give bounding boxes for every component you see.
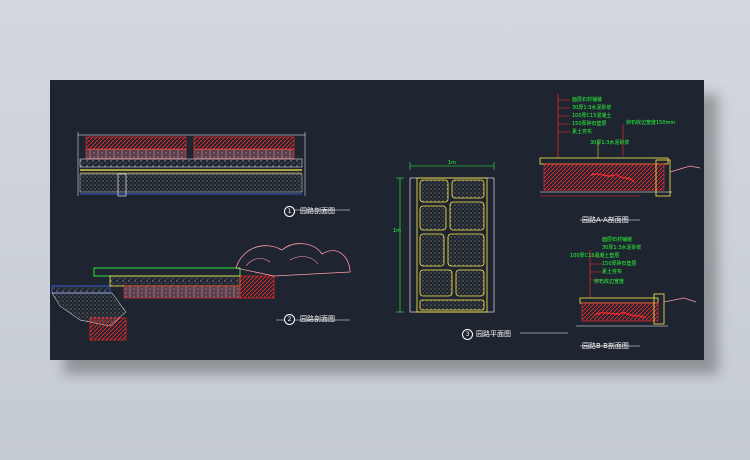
detail-bb-title: 园路B-B剖面图 [582, 342, 629, 350]
cad-drawing-svg [51, 94, 701, 347]
detail-1-number: 1 [284, 206, 295, 217]
detail-1-title: 园路剖面图 [300, 207, 335, 215]
aa-annotation-1: 面层石材铺装 [572, 97, 603, 103]
detail-aa-title: 园路A-A剖面图 [582, 216, 629, 224]
detail-bb-section [576, 250, 697, 347]
aa-annotation-5: 素土夯实 [572, 129, 593, 135]
bb-annotation-3: 100厚C15混凝土垫层 [570, 253, 620, 259]
detail-2-title: 园路剖面图 [300, 315, 335, 323]
bb-annotation-5: 素土夯实 [602, 269, 623, 275]
detail-1-section [77, 132, 350, 211]
detail-3-number: 3 [462, 329, 473, 340]
detail-2-number: 2 [284, 314, 295, 325]
bb-annotation-1: 面层石材铺装 [602, 237, 633, 243]
detail-3-plan [396, 162, 568, 334]
bb-annotation-2: 30厚1:3水泥砂浆 [602, 245, 642, 251]
cad-drawing-canvas: 1 园路剖面图 2 园路剖面图 3 园路平面图 园路A-A剖面图 园路B-B剖面… [50, 80, 704, 360]
aa-annotation-mid: 30厚1:3水泥砂浆 [590, 140, 630, 146]
detail-aa-section [539, 94, 701, 221]
detail-2-section [51, 243, 351, 341]
plan-dim-top: 1m [448, 160, 457, 166]
bb-annotation-4: 150厚碎石垫层 [602, 261, 637, 267]
aa-annotation-4: 150厚碎石垫层 [572, 121, 607, 127]
aa-annotation-side: 卵石收边宽度150mm [626, 120, 676, 126]
aa-annotation-3: 100厚C15混凝土 [572, 113, 612, 119]
detail-3-title: 园路平面图 [476, 330, 511, 338]
aa-annotation-2: 30厚1:3水泥砂浆 [572, 105, 612, 111]
plan-dim-side: 1m [393, 228, 402, 234]
bb-annotation-top: 卵石收边宽度 [594, 279, 625, 285]
